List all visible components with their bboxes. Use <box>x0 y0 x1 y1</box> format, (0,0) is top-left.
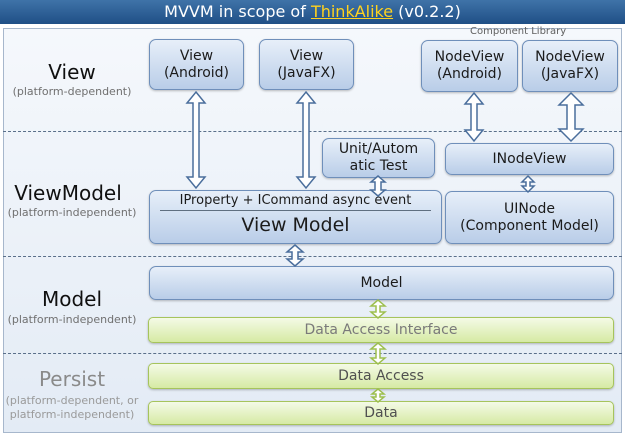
layer-scope-persist-line2: platform-independent) <box>9 408 135 421</box>
layer-scope-model: (platform-independent) <box>7 313 137 326</box>
data-access-interface-box: Data Access Interface <box>148 317 614 343</box>
arrow-model-to-data-access-interface <box>368 299 388 319</box>
viewmodel-box: IProperty + ICommand async event View Mo… <box>149 190 442 244</box>
layer-scope-view: (platform-dependent) <box>12 85 132 98</box>
separator-viewmodel-model <box>3 256 622 257</box>
viewmodel-interfaces-label: IProperty + ICommand async event <box>179 193 412 208</box>
nodeview-android-box: NodeView(Android) <box>421 40 518 92</box>
layer-scope-viewmodel: (platform-independent) <box>7 206 137 219</box>
data-access-box: Data Access <box>148 363 614 389</box>
arrow-unittest-to-viewmodel <box>368 175 388 197</box>
uinode-box: UINode(Component Model) <box>445 191 614 244</box>
viewmodel-divider <box>160 210 431 211</box>
arrow-inodeview-to-uinode <box>520 174 536 194</box>
viewmodel-label: View Model <box>241 214 350 236</box>
inodeview-box: INodeView <box>445 143 614 175</box>
separator-view-viewmodel <box>3 131 622 132</box>
diagram-title: MVVM in scope of ThinkAlike (v0.2.2) <box>0 0 625 24</box>
layer-title-viewmodel: ViewModel <box>14 181 122 205</box>
arrow-data-access-to-data <box>369 388 387 403</box>
nodeview-javafx-box: NodeView(JavaFX) <box>522 40 618 92</box>
arrow-nodeview-android-to-inodeview <box>463 91 485 143</box>
layer-scope-persist-line1: (platform-dependent, or <box>5 394 139 407</box>
layer-title-model: Model <box>41 287 103 311</box>
view-android-box: View(Android) <box>149 39 244 90</box>
model-box: Model <box>149 266 614 300</box>
view-javafx-box: View(JavaFX) <box>259 39 354 90</box>
layer-title-persist: Persist <box>38 367 106 391</box>
title-highlight: ThinkAlike <box>310 2 394 21</box>
layer-title-view: View <box>48 60 96 84</box>
component-library-label: Component Library <box>470 26 567 37</box>
arrow-view-android-to-viewmodel <box>185 90 207 190</box>
separator-model-persist <box>3 353 622 354</box>
arrow-interface-to-data-access <box>368 342 388 365</box>
arrow-nodeview-javafx-to-inodeview <box>557 91 585 143</box>
arrow-viewmodel-to-model <box>285 244 305 267</box>
data-box: Data <box>148 401 614 425</box>
arrow-view-javafx-to-viewmodel <box>295 90 317 190</box>
